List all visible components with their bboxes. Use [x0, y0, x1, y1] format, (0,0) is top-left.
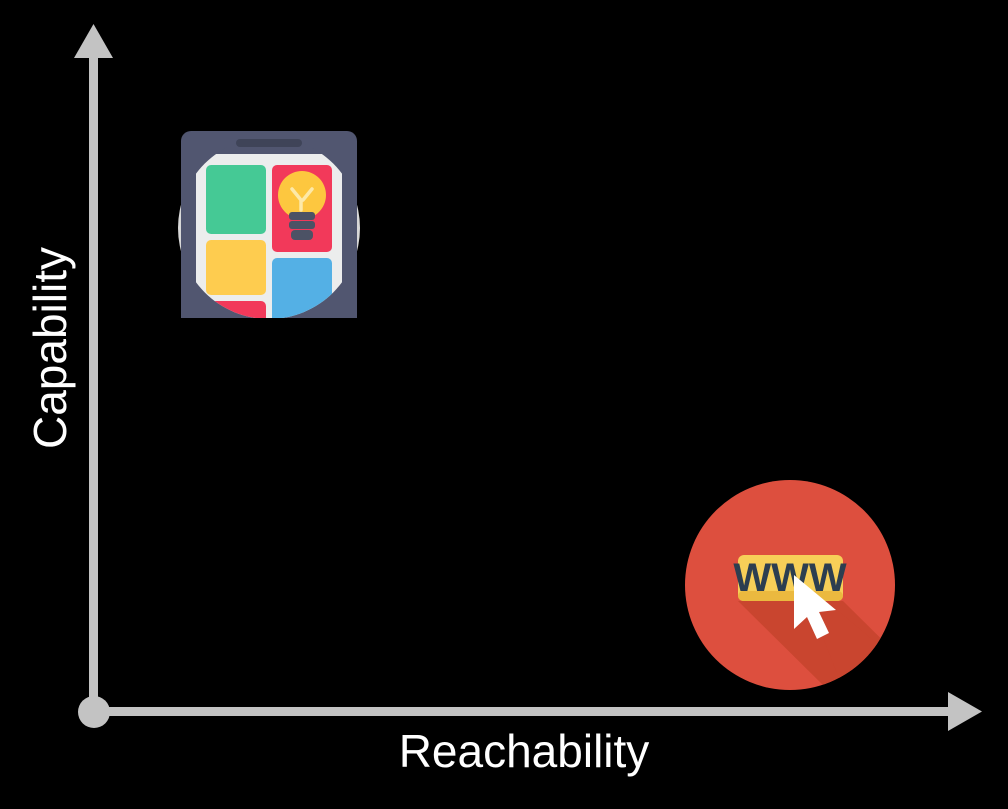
x-axis-label: Reachability: [398, 725, 650, 777]
lightbulb-base-3: [291, 230, 313, 240]
www-browser-icon: WWW: [685, 480, 895, 690]
cursor-long-shadow: [800, 579, 895, 690]
lightbulb-base-2: [289, 221, 315, 229]
www-address-bar: [738, 555, 843, 601]
phone-illustration: [181, 131, 357, 318]
tile-yellow: [206, 240, 266, 295]
lightbulb-filament: [290, 187, 314, 212]
x-axis-line: [93, 707, 958, 716]
www-text: WWW: [733, 556, 847, 600]
phone-speaker: [236, 139, 302, 147]
y-axis-label: Capability: [24, 247, 76, 449]
origin-dot: [78, 696, 110, 728]
data-point-www[interactable]: WWW: [684, 479, 896, 691]
lightbulb-base-1: [289, 212, 315, 220]
data-point-mobile-app[interactable]: [165, 106, 373, 318]
x-axis-arrowhead: [948, 692, 982, 731]
mouse-cursor-icon: [794, 575, 836, 639]
tile-green: [206, 165, 266, 234]
lightbulb-glass: [278, 171, 326, 219]
y-axis-line: [89, 48, 98, 712]
lightbulb-icon: [278, 171, 326, 240]
y-axis-arrowhead: [74, 24, 113, 58]
mobile-app-icon: [178, 131, 360, 318]
